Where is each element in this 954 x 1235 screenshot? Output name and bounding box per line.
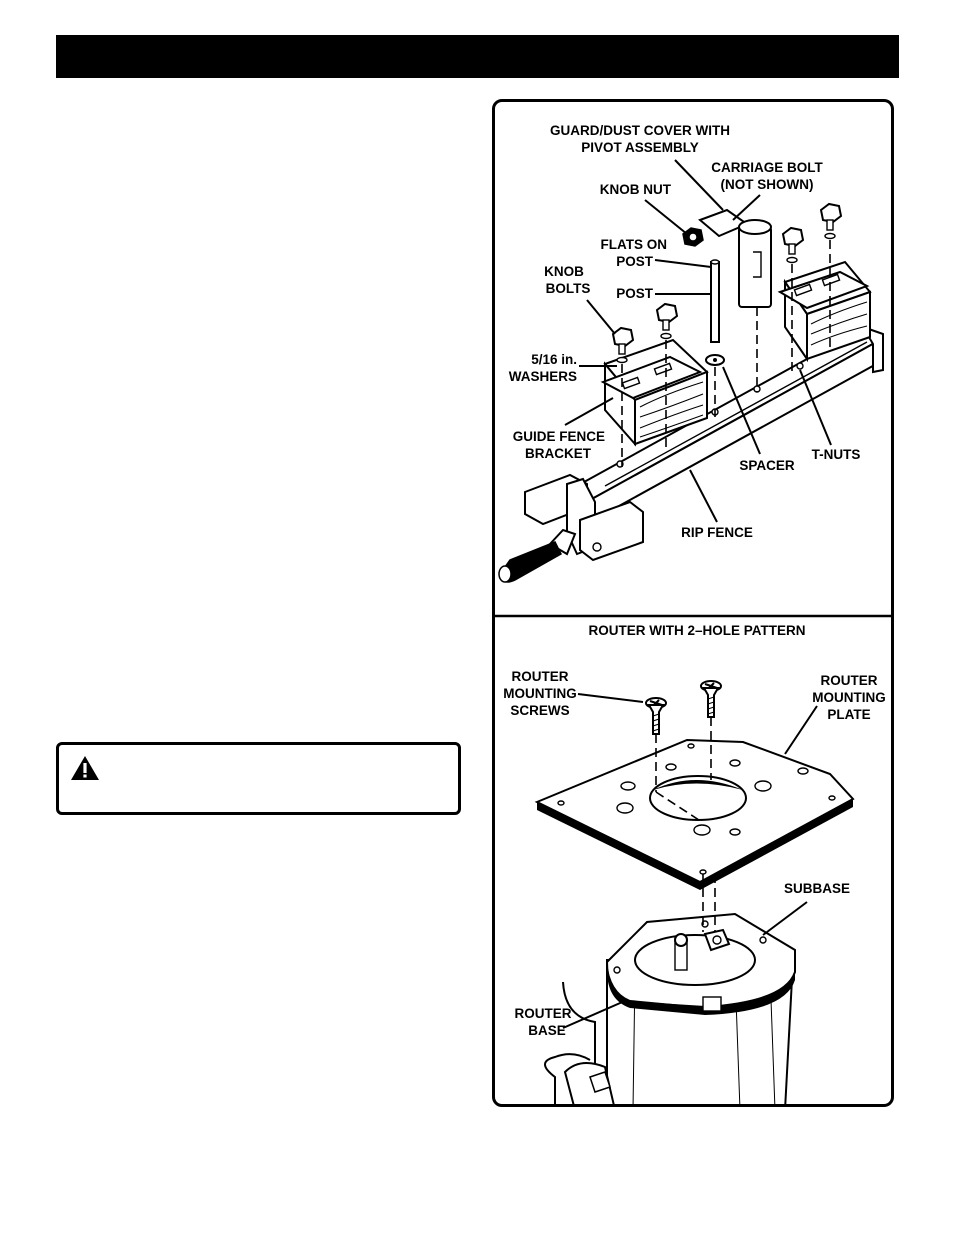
label-screws-line3: SCREWS xyxy=(510,703,569,718)
label-knob-nut: KNOB NUT xyxy=(600,182,672,197)
label-knob-bolts-line1: KNOB xyxy=(544,264,584,279)
figure-illustration: GUARD/DUST COVER WITH PIVOT ASSEMBLY CAR… xyxy=(495,123,891,1104)
label-screws-line2: MOUNTING xyxy=(503,686,577,701)
label-post: POST xyxy=(616,286,654,301)
header-bar xyxy=(56,35,899,78)
label-guide-line1: GUIDE FENCE xyxy=(513,429,605,444)
warning-box xyxy=(56,742,461,815)
label-tnuts: T-NUTS xyxy=(812,447,861,462)
figure-frame: GUARD/DUST COVER WITH PIVOT ASSEMBLY CAR… xyxy=(492,99,894,1107)
label-carriage-line2: (NOT SHOWN) xyxy=(721,177,814,192)
label-subbase: SUBBASE xyxy=(784,881,850,896)
router-drawing xyxy=(534,680,855,1104)
label-flats-line1: FLATS ON xyxy=(601,237,668,252)
knob-bolt-4 xyxy=(819,202,843,240)
label-flats-line2: POST xyxy=(616,254,654,269)
mounting-screw-2 xyxy=(700,680,722,718)
knob-bolt-2 xyxy=(655,302,679,340)
label-knob-bolts-line2: BOLTS xyxy=(546,281,591,296)
plate-holes xyxy=(557,743,836,875)
label-guide-line2: BRACKET xyxy=(525,446,592,461)
knob-bolt-3 xyxy=(781,226,805,264)
label-rip-fence: RIP FENCE xyxy=(681,525,753,540)
router-figure-title: ROUTER WITH 2–HOLE PATTERN xyxy=(588,623,805,638)
label-plate-line2: MOUNTING xyxy=(812,690,886,705)
label-plate-line3: PLATE xyxy=(827,707,870,722)
rip-fence-drawing xyxy=(498,202,884,583)
label-plate-line1: ROUTER xyxy=(821,673,878,688)
label-washers-line2: WASHERS xyxy=(509,369,577,384)
label-carriage-line1: CARRIAGE BOLT xyxy=(711,160,823,175)
label-spacer: SPACER xyxy=(739,458,795,473)
label-guard-line1: GUARD/DUST COVER WITH xyxy=(550,123,730,138)
knob-bolt-1 xyxy=(611,326,635,364)
label-base-line2: BASE xyxy=(528,1023,566,1038)
label-base-line1: ROUTER xyxy=(515,1006,572,1021)
label-washers-line1: 5/16 in. xyxy=(531,352,577,367)
label-screws-line1: ROUTER xyxy=(512,669,569,684)
mounting-screw-1 xyxy=(645,697,667,735)
warning-triangle-icon xyxy=(71,756,99,780)
label-guard-line2: PIVOT ASSEMBLY xyxy=(581,140,699,155)
